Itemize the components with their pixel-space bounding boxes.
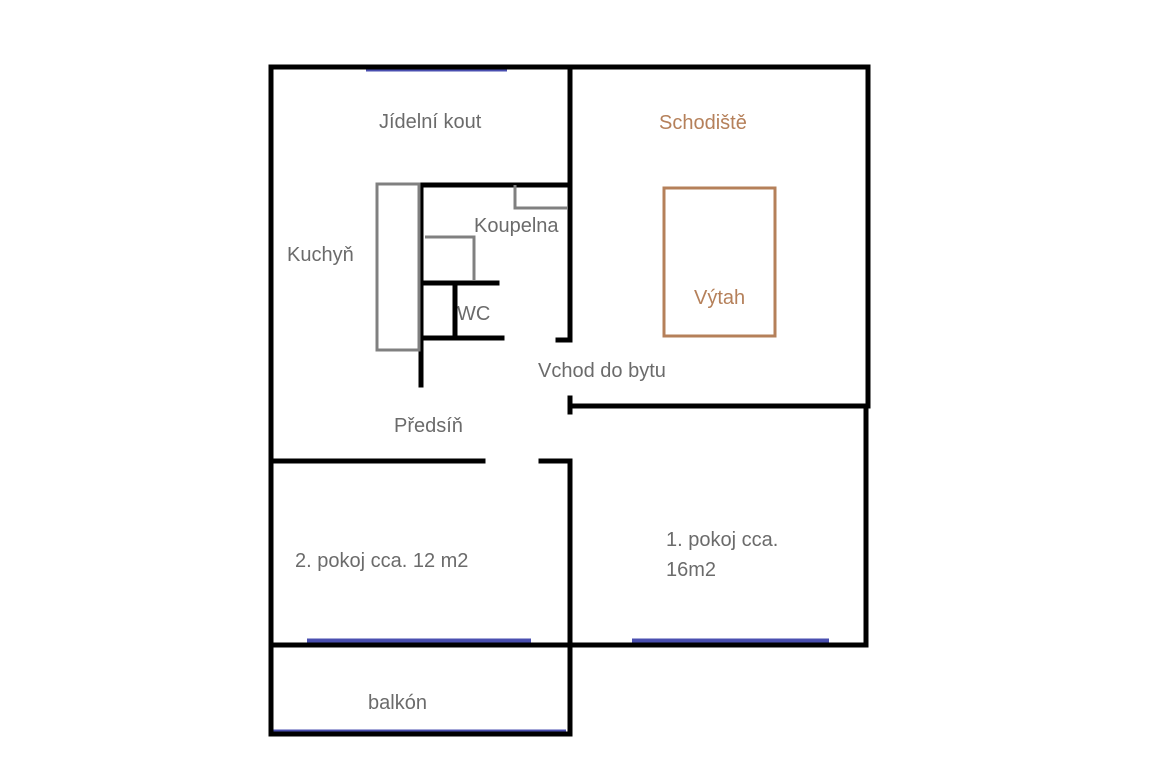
label-wc: WC — [457, 303, 490, 325]
label-room1-line1: 1. pokoj cca. — [666, 529, 778, 551]
windows — [273, 66, 829, 735]
label-hall: Předsíň — [394, 415, 463, 437]
bathroom-sink — [513, 185, 567, 210]
elevator-shaft — [662, 186, 777, 338]
walls — [268, 64, 871, 737]
label-balcony: balkón — [368, 692, 427, 714]
label-dining: Jídelní kout — [379, 111, 482, 133]
label-stairs: Schodiště — [659, 112, 747, 134]
label-entrance: Vchod do bytu — [538, 360, 666, 382]
label-bathroom: Koupelna — [474, 215, 559, 237]
label-elevator: Výtah — [694, 287, 745, 309]
label-kitchen: Kuchyň — [287, 244, 354, 266]
label-room2: 2. pokoj cca. 12 m2 — [295, 550, 468, 572]
room-labels: Jídelní kout Schodiště Koupelna Kuchyň V… — [287, 111, 778, 714]
fixtures — [375, 182, 567, 352]
label-room1-line2: 16m2 — [666, 559, 716, 581]
bathroom-tub — [425, 235, 476, 281]
kitchen-counter — [375, 182, 421, 352]
